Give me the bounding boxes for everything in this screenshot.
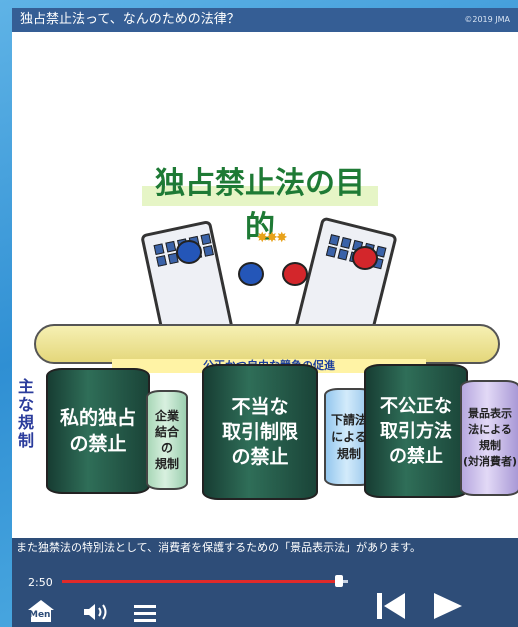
pillar-private-monopoly: 私的独占 の禁止 (46, 368, 150, 494)
previous-icon[interactable] (374, 590, 408, 622)
progress-fill (62, 580, 340, 583)
progress-thumb[interactable] (335, 575, 344, 587)
pillar-premiums-representations-act: 景品表示 法による 規制 (対消費者) (460, 380, 518, 496)
elapsed-time: 2:50 (28, 576, 53, 589)
red-boxing-glove-icon (282, 262, 308, 286)
progress-track[interactable] (62, 575, 348, 587)
table-top-illustration (34, 324, 500, 364)
video-frame: 独占禁止法って、なんのための法律？ ©2019 JMA 独占禁止法の目的 ✸✸✸ (12, 8, 518, 627)
slide-heading: 独占禁止法の目的 (142, 162, 378, 245)
pillar-label: 下請法 による 規制 (330, 412, 367, 461)
title-bar: 独占禁止法って、なんのための法律？ ©2019 JMA (12, 8, 518, 32)
blue-boxing-glove-icon (238, 262, 264, 286)
video-title: 独占禁止法って、なんのための法律？ (20, 12, 240, 27)
subtitle-caption: また独禁法の特別法として、消費者を保護するための「景品表示法」があります。 (12, 538, 518, 558)
volume-icon[interactable] (82, 602, 110, 622)
pillar-label: 不当な 取引制限 の禁止 (221, 395, 298, 468)
pillar-label: 不公正な 取引方法 の禁止 (380, 395, 452, 467)
slide-content: 独占禁止法の目的 ✸✸✸ 公正かつ自由な競争の促進 主 な 規 制 (12, 32, 518, 538)
pillar-unfair-trade-restraint: 不当な 取引制限 の禁止 (202, 364, 318, 500)
pillar-label: 私的独占 の禁止 (59, 407, 136, 455)
blue-boxing-glove-icon (176, 240, 202, 264)
pillar-unfair-trade-practices: 不公正な 取引方法 の禁止 (364, 364, 468, 498)
copyright-notice: ©2019 JMA (464, 15, 510, 24)
menu-label[interactable]: Menu (29, 610, 57, 620)
player-controls: 2:50 Menu (12, 558, 518, 627)
pillar-label: 企業 結合 の 規制 (154, 409, 179, 471)
list-icon[interactable] (132, 602, 158, 624)
spark-icon: ✸✸✸ (256, 230, 287, 246)
main-regulations-label: 主 な 規 制 (18, 377, 35, 450)
play-icon[interactable] (430, 590, 464, 622)
red-boxing-glove-icon (352, 246, 378, 270)
pillar-label: 景品表示 法による 規制 (対消費者) (462, 407, 518, 468)
pillar-business-combination: 企業 結合 の 規制 (146, 390, 188, 490)
home-menu-icon[interactable] (26, 598, 56, 624)
